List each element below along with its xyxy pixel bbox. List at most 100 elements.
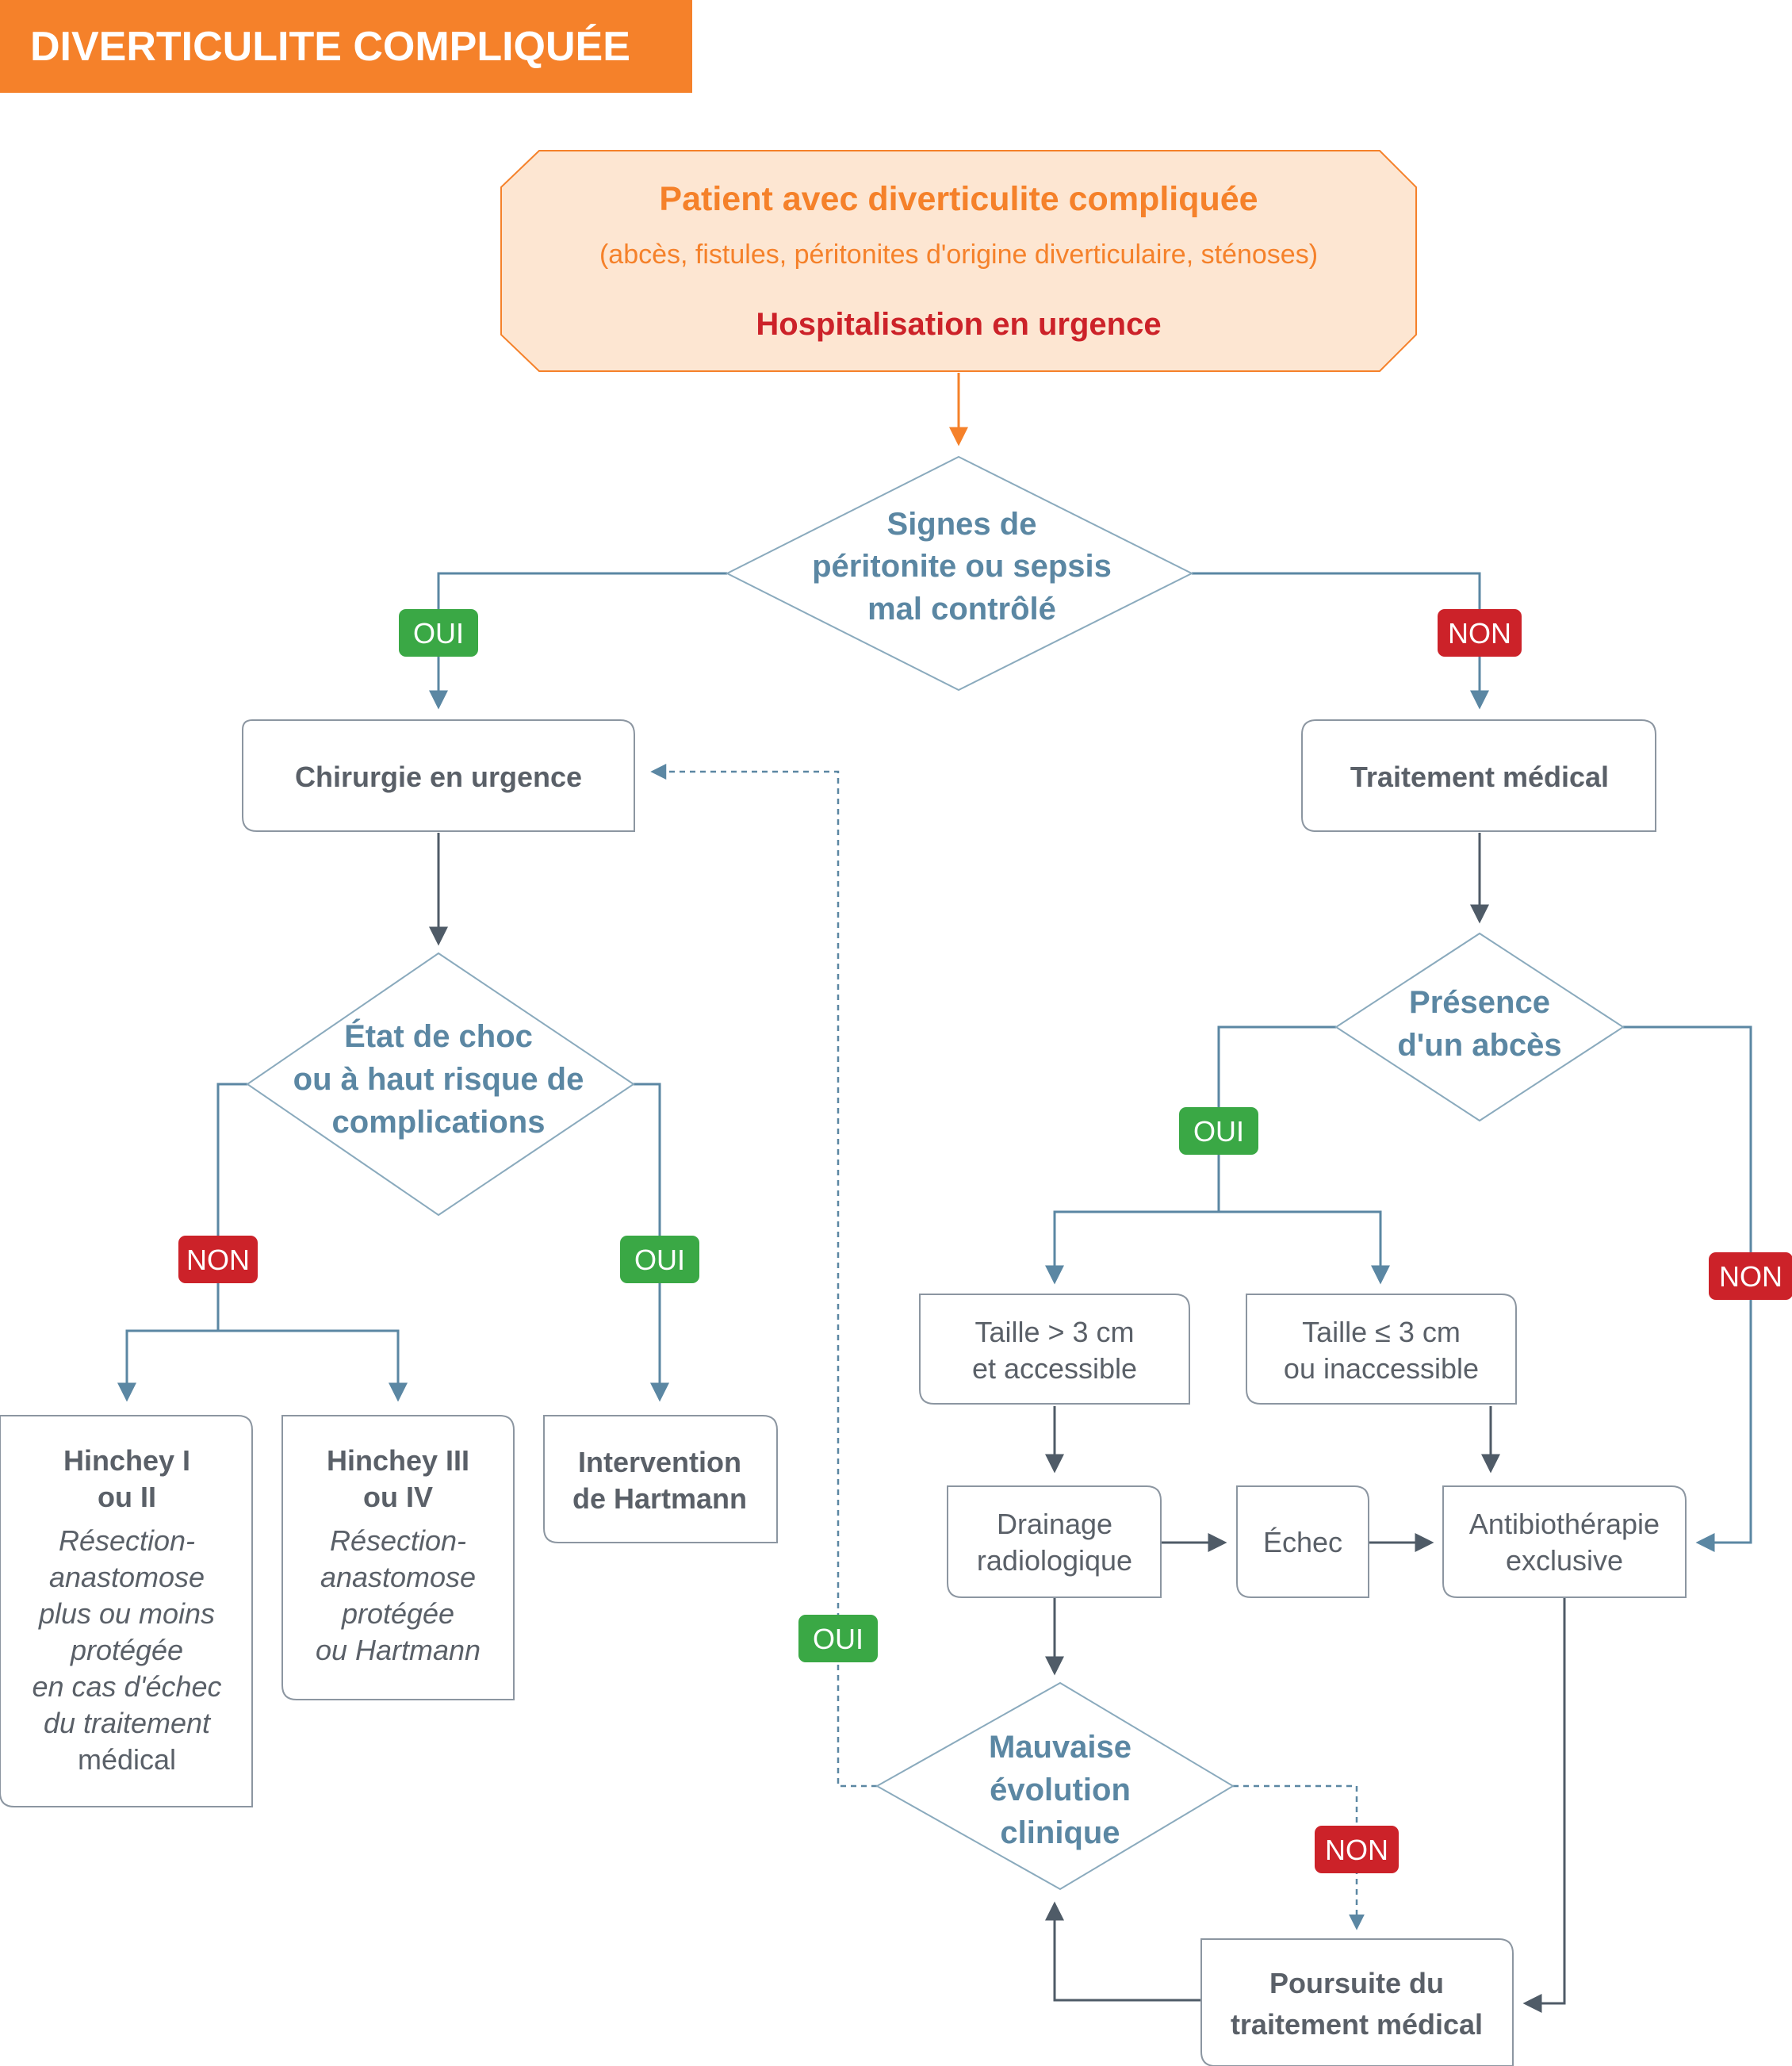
header-title: DIVERTICULITE COMPLIQUÉE — [30, 24, 630, 70]
decision-evolution-shape — [875, 1681, 1235, 1891]
badge-choc-oui-text: OUI — [634, 1244, 685, 1276]
box-chirurgie-shape — [242, 719, 635, 832]
badge-evolution-oui: OUI — [798, 1615, 878, 1662]
badge-evolution-non: NON — [1315, 1826, 1399, 1873]
header-background — [0, 0, 692, 93]
box-chirurgie-label: Chirurgie en urgence — [295, 761, 582, 793]
decision-evolution-line-3: clinique — [1000, 1815, 1120, 1850]
decision-abces: Présence d'un abcès — [1334, 932, 1625, 1122]
hinchey34-detail-1: Résection- — [330, 1524, 466, 1557]
hinchey34-detail-3: protégée — [341, 1597, 454, 1630]
box-echec-shape — [1236, 1485, 1369, 1598]
connector-antibio-to-poursuite — [1522, 1598, 1566, 2013]
badge-peritonite-non: NON — [1438, 609, 1522, 657]
hinchey12-detail-1: Résection- — [59, 1524, 195, 1557]
start-node-shape — [500, 150, 1417, 372]
connector-peritonite-non — [1192, 572, 1489, 710]
connector-poursuite-to-evolution — [1045, 1901, 1201, 2002]
decision-choc-line-3: complications — [332, 1105, 546, 1140]
start-node: Patient avec diverticulite compliquée (a… — [500, 150, 1417, 372]
start-title: Patient avec diverticulite compliquée — [659, 180, 1258, 218]
start-subtitle: (abcès, fistules, péritonites d'origine … — [599, 240, 1318, 270]
decision-abces-shape — [1334, 932, 1625, 1122]
hinchey12-detail-2: anastomose — [49, 1561, 205, 1593]
decision-peritonite: Signes de péritonite ou sepsis mal contr… — [725, 455, 1194, 692]
antibio-line-1: Antibiothérapie — [1469, 1508, 1660, 1540]
decision-choc-line-1: État de choc — [344, 1018, 533, 1054]
echec-label: Échec — [1263, 1526, 1342, 1558]
connector-evolution-oui — [650, 764, 877, 1788]
box-hinchey34: Hinchey III ou IV Résection- anastomose … — [281, 1415, 515, 1700]
decision-abces-line-1: Présence — [1409, 985, 1550, 1020]
decision-choc: État de choc ou à haut risque de complic… — [246, 952, 635, 1217]
badge-abces-oui: OUI — [1179, 1107, 1258, 1155]
decision-evolution: Mauvaise évolution clinique — [875, 1681, 1235, 1891]
badge-abces-oui-text: OUI — [1193, 1115, 1244, 1148]
badge-choc-non-text: NON — [186, 1244, 250, 1276]
connector-taille-split — [1053, 1210, 1390, 1285]
hinchey12-detail-4: protégée — [70, 1634, 183, 1666]
connector-choc-oui — [634, 1083, 669, 1402]
connector-peritonite-oui — [429, 572, 727, 710]
hinchey34-title-1: Hinchey III — [327, 1444, 469, 1477]
hinchey34-detail-2: anastomose — [320, 1561, 476, 1593]
decision-abces-line-2: d'un abcès — [1397, 1028, 1561, 1063]
box-taille-gt-shape — [919, 1294, 1190, 1405]
hartmann-line-1: Intervention — [578, 1446, 741, 1478]
taille-gt-line-1: Taille > 3 cm — [974, 1316, 1134, 1348]
badge-peritonite-non-text: NON — [1448, 617, 1511, 650]
badge-peritonite-oui-text: OUI — [413, 617, 464, 650]
box-poursuite-shape — [1200, 1938, 1514, 2066]
box-hinchey34-shape — [281, 1415, 515, 1700]
header-banner: DIVERTICULITE COMPLIQUÉE — [0, 0, 692, 93]
box-antibio: Antibiothérapie exclusive — [1442, 1485, 1687, 1598]
box-taille-le-shape — [1246, 1294, 1517, 1405]
badge-abces-non-text: NON — [1719, 1260, 1782, 1293]
connector-evolution-non — [1233, 1784, 1365, 1930]
box-poursuite: Poursuite du traitement médical — [1200, 1938, 1514, 2066]
hinchey12-title-2: ou II — [98, 1481, 156, 1513]
box-echec: Échec — [1236, 1485, 1369, 1598]
box-traitement-shape — [1301, 719, 1656, 832]
badge-choc-oui: OUI — [620, 1236, 699, 1283]
hinchey12-tail: médical — [78, 1743, 176, 1776]
hinchey12-title-1: Hinchey I — [63, 1444, 190, 1477]
start-action: Hospitalisation en urgence — [756, 307, 1161, 342]
drainage-line-2: radiologique — [977, 1544, 1132, 1577]
box-traitement-label: Traitement médical — [1350, 761, 1609, 793]
box-traitement: Traitement médical — [1301, 719, 1656, 832]
poursuite-line-2: traitement médical — [1231, 2008, 1483, 2041]
box-taille-le: Taille ≤ 3 cm ou inaccessible — [1246, 1294, 1517, 1405]
badge-choc-non: NON — [178, 1236, 258, 1283]
box-antibio-shape — [1442, 1485, 1687, 1598]
box-taille-gt: Taille > 3 cm et accessible — [919, 1294, 1190, 1405]
hinchey12-detail-3: plus ou moins — [38, 1597, 215, 1630]
hinchey12-detail-6: du traitement — [44, 1707, 212, 1739]
decision-peritonite-shape — [725, 455, 1194, 692]
decision-choc-line-2: ou à haut risque de — [293, 1062, 584, 1097]
decision-peritonite-line-1: Signes de — [887, 507, 1037, 542]
connector-choc-non — [216, 1083, 247, 1331]
connector-hinchey-split — [125, 1329, 408, 1402]
poursuite-line-1: Poursuite du — [1269, 1967, 1444, 1999]
decision-choc-shape — [246, 952, 635, 1217]
hinchey34-detail-4: ou Hartmann — [316, 1634, 481, 1666]
decision-peritonite-line-2: péritonite ou sepsis — [812, 549, 1112, 584]
box-drainage: Drainage radiologique — [947, 1485, 1162, 1598]
taille-le-line-2: ou inaccessible — [1284, 1352, 1479, 1385]
badge-evolution-oui-text: OUI — [813, 1623, 863, 1655]
badge-evolution-non-text: NON — [1325, 1834, 1388, 1866]
box-hinchey12: Hinchey I ou II Résection- anastomose pl… — [0, 1415, 253, 1807]
taille-le-line-1: Taille ≤ 3 cm — [1302, 1316, 1461, 1348]
taille-gt-line-2: et accessible — [972, 1352, 1137, 1385]
box-chirurgie: Chirurgie en urgence — [242, 719, 635, 832]
hinchey12-detail-5: en cas d'échec — [32, 1670, 221, 1703]
box-hinchey12-shape — [0, 1415, 253, 1807]
drainage-line-1: Drainage — [997, 1508, 1112, 1540]
decision-evolution-line-1: Mauvaise — [989, 1730, 1131, 1765]
badge-abces-non: NON — [1709, 1252, 1792, 1300]
box-hartmann-shape — [543, 1415, 778, 1543]
decision-evolution-line-2: évolution — [990, 1773, 1131, 1807]
box-hartmann: Intervention de Hartmann — [543, 1415, 778, 1543]
